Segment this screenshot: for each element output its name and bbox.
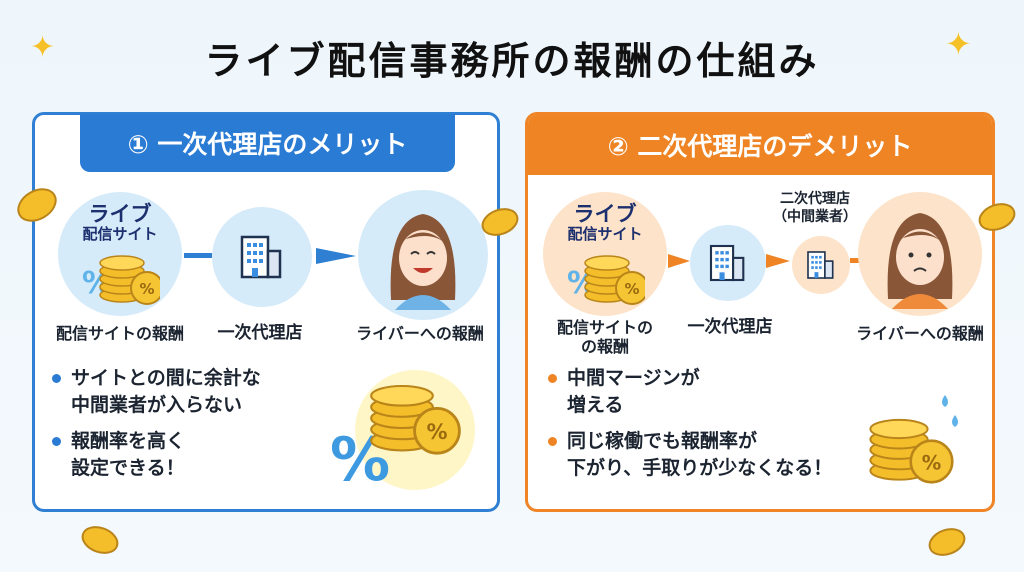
demerit-header: ② 二次代理店のデメリット (528, 115, 992, 175)
primary-agency-node (690, 225, 766, 301)
liver-sad-node (858, 192, 982, 316)
secondary-agency-name: 二次代理店 (780, 191, 850, 207)
site-name-line1: ライブ (573, 202, 637, 227)
coin-icon (17, 188, 57, 222)
merit-bullet-2: 報酬率を高く設定できる！ (52, 428, 185, 482)
coins-percent-icon: % (567, 254, 645, 305)
bullet-text: 中間業者が入らない (71, 394, 243, 416)
bullet-dot (548, 374, 557, 383)
label-line: 配信サイトの (556, 318, 653, 337)
building-icon (709, 244, 745, 282)
bullet-text: 同じ稼働でも報酬率が (567, 430, 758, 452)
label-liver-reward: ライバーへの報酬 (356, 324, 484, 343)
building-icon (807, 251, 834, 279)
page-title: ライブ配信事務所の報酬の仕組み (204, 39, 820, 83)
coin-stack-illustration: % (330, 370, 475, 495)
secondary-agency-node (792, 236, 850, 294)
coin-icon (81, 526, 119, 554)
bullet-dot (548, 437, 557, 446)
streaming-site-node: ライブ 配信サイト % (543, 192, 667, 316)
sparkle-icon: ✦ (945, 25, 972, 63)
flow-arrow (668, 254, 690, 268)
site-name-line2: 配信サイト (567, 225, 643, 244)
label-liver-reward: ライバーへの報酬 (856, 324, 984, 343)
flow-arrow (766, 254, 790, 268)
bullet-text: 設定できる！ (71, 457, 185, 479)
bullet-text: サイトとの間に余計な (71, 367, 261, 389)
bullet-dot (52, 374, 61, 383)
sparkle-icon: ✦ (30, 30, 56, 65)
site-name-line2: 配信サイト (82, 225, 158, 244)
flow-arrow (316, 248, 356, 264)
label-site-reward: 配信サイトの報酬 (55, 324, 184, 343)
bullet-text: 報酬率を高く (71, 430, 186, 452)
coin-icon (978, 203, 1016, 231)
bullet-text: 増える (567, 394, 624, 416)
label-site-reward: 配信サイトのの報酬 (535, 318, 675, 356)
demerit-bullet-1: 中間マージンが増える (548, 365, 700, 419)
liver-happy-node (358, 190, 488, 320)
happy-liver-avatar (390, 214, 456, 310)
building-icon (240, 235, 282, 279)
merit-header: ① 一次代理店のメリット (80, 114, 455, 172)
streaming-site-node: ライブ 配信サイト % (58, 192, 182, 316)
sad-liver-avatar (887, 213, 953, 309)
secondary-agency-note: （中間業者） (773, 209, 857, 225)
flow-arrow (184, 253, 212, 258)
bullet-text: 中間マージンが (567, 367, 700, 389)
coins-percent-icon: % (82, 254, 160, 305)
bullet-text: 下がり、手取りが少なくなる！ (567, 457, 833, 479)
label-primary-agency: 一次代理店 (687, 317, 773, 337)
flow-arrow (850, 258, 860, 263)
bullet-dot (52, 437, 61, 446)
primary-agency-node (212, 207, 312, 307)
label-primary-agency: 一次代理店 (217, 323, 303, 343)
secondary-agency-label: 二次代理店 （中間業者） (765, 190, 865, 226)
merit-bullet-1: サイトとの間に余計な中間業者が入らない (52, 365, 261, 419)
coin-icon (928, 528, 966, 556)
coin-icon (481, 208, 519, 236)
label-line: の報酬 (580, 337, 629, 356)
coin-stack-sweat-illustration (869, 395, 958, 484)
demerit-bullet-2: 同じ稼働でも報酬率が下がり、手取りが少なくなる！ (548, 428, 832, 482)
site-name-line1: ライブ (88, 202, 152, 227)
